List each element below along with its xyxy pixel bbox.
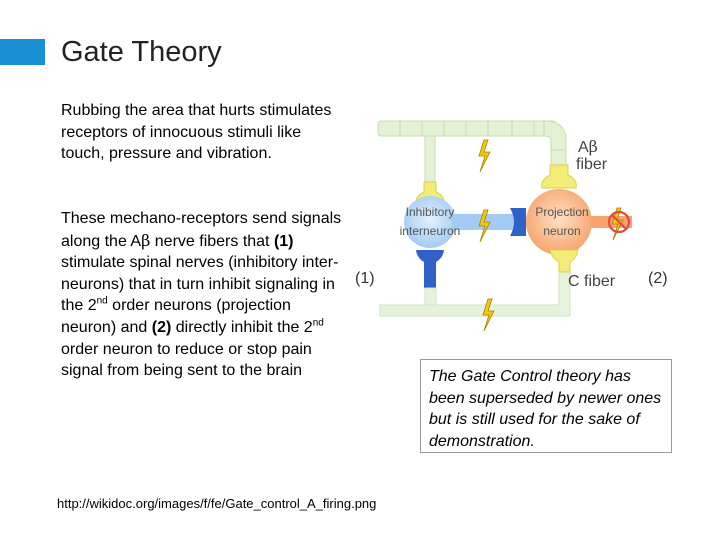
projection-neuron-label-1: Projection [535,205,588,219]
gate-control-diagram: Aβ fiber Inhibitory interneuron Projecti… [355,120,668,332]
marker-1-label: (1) [355,270,375,287]
fiber-label: fiber [576,156,608,173]
lightning-bolt-icon [478,139,491,173]
paragraph-rubbing: Rubbing the area that hurts stimulates r… [61,102,332,163]
lightning-bolt-icon [478,209,491,243]
marker-2-label: (2) [648,270,668,287]
source-url: http://wikidoc.org/images/f/fe/Gate_cont… [57,496,377,511]
inhibitory-interneuron-cell [404,196,456,248]
c-fiber [379,249,579,317]
note-box: The Gate Control theory has been superse… [420,359,672,453]
c-fiber-label: C fiber [568,273,616,290]
projection-neuron-cell [526,189,592,255]
lightning-bolt-icon [611,207,624,241]
projection-neuron-label-2: neuron [543,224,580,238]
marker-2-ref: (2) [151,318,172,336]
interneuron-to-cfiber-terminal [416,250,444,288]
a-beta-label: Aβ [578,137,598,156]
marker-1-ref: (1) [273,232,294,250]
lightning-bolt-icon [482,298,495,332]
a-beta-fiber [377,120,567,185]
paragraph-mechanoreceptors: These mechano-receptors send signals alo… [61,210,342,380]
blocked-signal-icon [607,210,631,234]
inhibitory-interneuron-label-1: Inhibitory [406,205,455,219]
inhibitory-interneuron-label-2: interneuron [400,224,461,238]
title-accent-bar [0,39,45,65]
slide-title: Gate Theory [61,36,222,68]
a-beta-synapse [541,164,577,189]
